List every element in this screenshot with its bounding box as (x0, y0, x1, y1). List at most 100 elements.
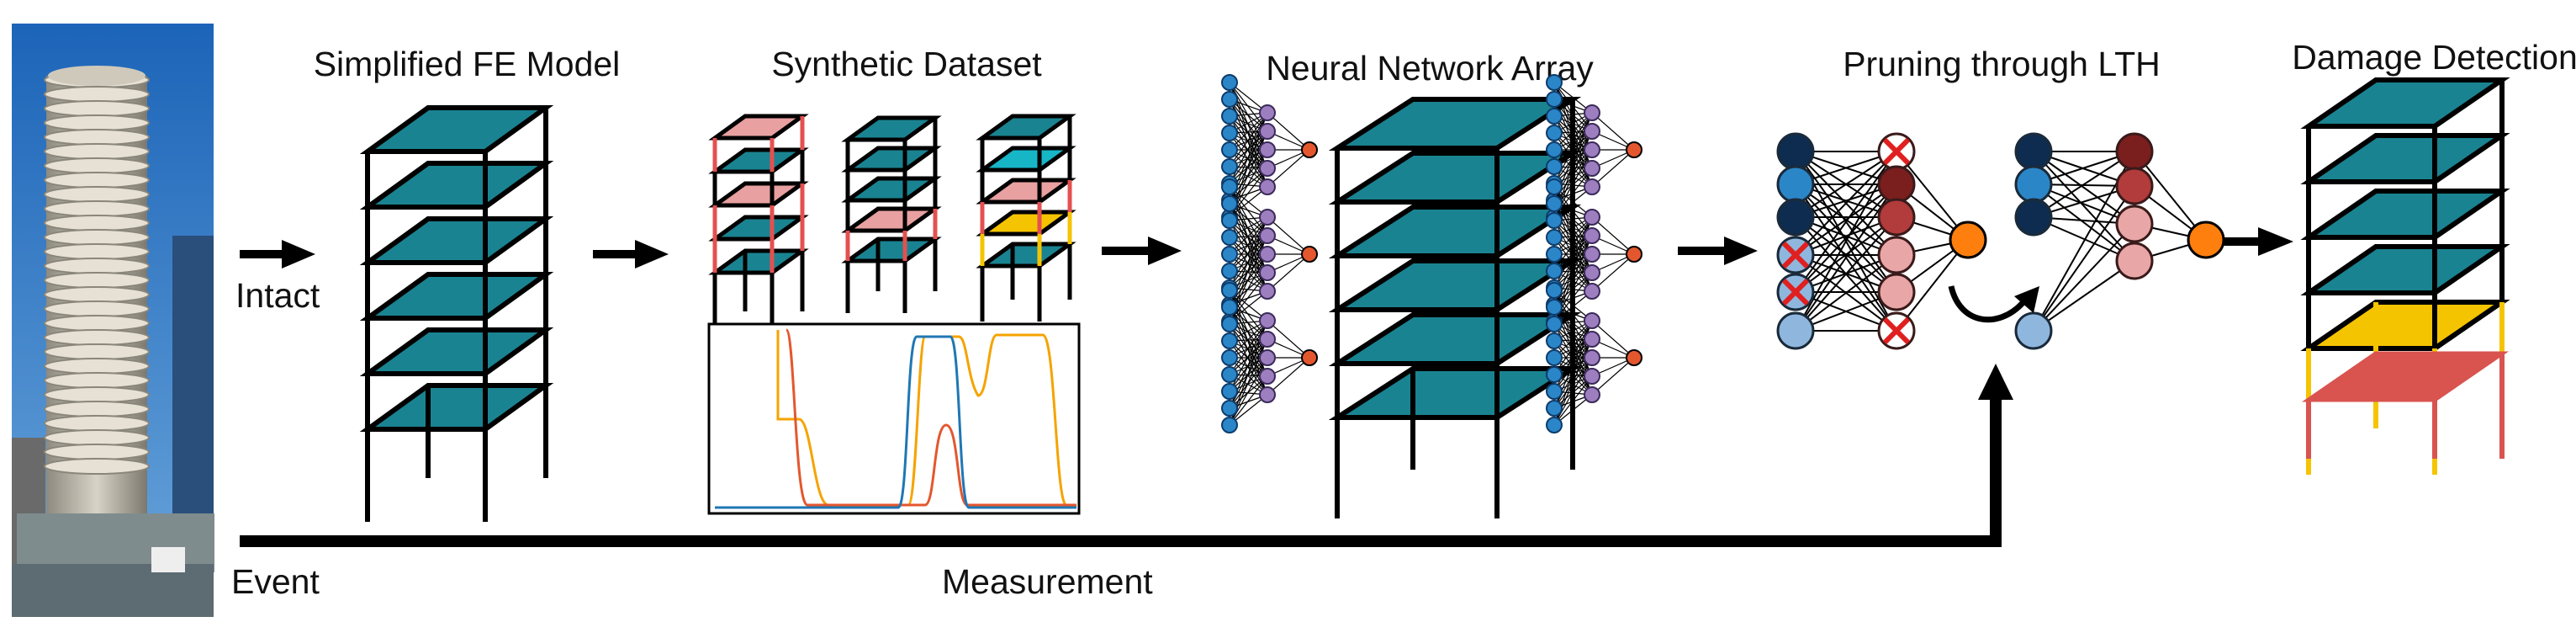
nn-edge (1795, 254, 1897, 332)
curved-arrow-icon (1948, 285, 2039, 323)
floor-slab (976, 242, 1076, 268)
nn-input-node (1221, 417, 1238, 433)
nn-hidden-node (1259, 349, 1276, 366)
nn-input-node (2014, 311, 2053, 350)
nn-edge (1553, 186, 1593, 255)
floor-slab (841, 146, 942, 173)
synthetic-dataset-frames (708, 114, 1076, 333)
floor-slab (708, 147, 809, 174)
nn-output-node (1301, 141, 1318, 158)
nn-input-node (1776, 132, 1815, 171)
nn-hidden-node (1584, 349, 1600, 366)
nn-edge (2033, 151, 2135, 218)
nn-edge (1229, 290, 1268, 340)
nn-edge (1229, 98, 1268, 151)
tower-balcony (44, 343, 150, 360)
plot-line-blue (715, 335, 1076, 509)
nn-input-node (1546, 141, 1563, 158)
nn-edge (1229, 149, 1268, 188)
nn-hidden-node (1584, 227, 1600, 244)
nn-edge (1553, 98, 1593, 151)
nn-hidden-node (1259, 386, 1276, 403)
nn-hidden-node (1584, 104, 1600, 121)
nn-edge (1229, 82, 1268, 132)
building-photo (12, 24, 214, 617)
nn-edge (1795, 183, 1897, 256)
nn-output-node (1301, 349, 1318, 366)
nn-output-node (1626, 141, 1642, 158)
nn-input-node (1221, 178, 1238, 195)
tower-balcony (44, 429, 150, 446)
plot-line-red (785, 328, 1076, 507)
nn-edge (2033, 260, 2135, 332)
nn-edge (1229, 203, 1268, 255)
nn-edge (1896, 151, 1969, 241)
nn-hidden-node (1259, 312, 1276, 329)
nn-input-node (1546, 299, 1563, 316)
nn-input-node (1221, 212, 1238, 229)
nn-edge (1229, 272, 1268, 322)
nn-input-node (1221, 74, 1238, 91)
floor-slab (359, 383, 554, 432)
nn-edge (1795, 183, 1897, 293)
tower-balcony (44, 215, 150, 231)
nn-input-node (1546, 108, 1563, 125)
nn-hidden-node (1584, 178, 1600, 195)
nn-input-node (1221, 299, 1238, 316)
floor-slab (841, 206, 942, 233)
nn-edge (2033, 183, 2135, 262)
floor-slab (2300, 244, 2510, 295)
tower-balcony (44, 300, 150, 317)
tower-balcony (44, 157, 150, 174)
tower-balcony (44, 372, 150, 389)
tower-balcony (44, 172, 150, 189)
nn-edge (1229, 290, 1268, 359)
nn-input-node (1546, 229, 1563, 246)
nn-edge (1229, 112, 1268, 151)
nn-edge (1553, 290, 1593, 340)
nn-input-node (1221, 282, 1238, 299)
nn-array-structure (1328, 97, 1582, 518)
nn-hidden-node (1259, 104, 1276, 121)
nn-input-node (1546, 246, 1563, 263)
nn-edge (1229, 115, 1268, 151)
floor-slab (1328, 312, 1582, 366)
nn-input-node (1221, 366, 1238, 383)
title-pruning-through-lth: Pruning through LTH (1843, 45, 2161, 83)
nn-input-node (1546, 158, 1563, 175)
nn-output-node (1626, 246, 1642, 263)
floor-slab (841, 237, 942, 263)
label-event: Event (231, 562, 320, 601)
nn-edge (1229, 132, 1268, 188)
nn-input-node (1546, 366, 1563, 383)
tower-balcony (44, 129, 150, 146)
measurement-path-arrow (240, 364, 2013, 547)
nn-input-node (1221, 316, 1238, 332)
nn-hidden-node (1259, 209, 1276, 226)
simplified-fe-model-structure (359, 105, 554, 522)
nn-output-node (2187, 221, 2225, 259)
nn-input-node (1546, 212, 1563, 229)
arrow-right-icon (1102, 237, 1182, 265)
tower-balcony (44, 143, 150, 160)
arrow-right-icon (2214, 227, 2293, 256)
nn-input-node (1221, 158, 1238, 175)
nn-edge (1553, 216, 1593, 272)
nn-hidden-node (1584, 386, 1600, 403)
nn-input-node (1776, 311, 1815, 350)
tower-balcony (44, 358, 150, 375)
nn-hidden-node (2115, 167, 2154, 205)
floor-slab (359, 327, 554, 376)
nn-input-node (1546, 74, 1563, 91)
nn-input-node (1221, 332, 1238, 349)
nn-input-node (1221, 141, 1238, 158)
nn-edge (1553, 320, 1593, 359)
tower-balcony (44, 444, 150, 460)
floor-slab (976, 210, 1076, 237)
floor-slab (1328, 151, 1582, 205)
nn-edge (1229, 323, 1268, 377)
nn-edge (1229, 320, 1268, 375)
nn-edge (1553, 357, 1593, 426)
pruned-x-icon (1882, 316, 1911, 345)
